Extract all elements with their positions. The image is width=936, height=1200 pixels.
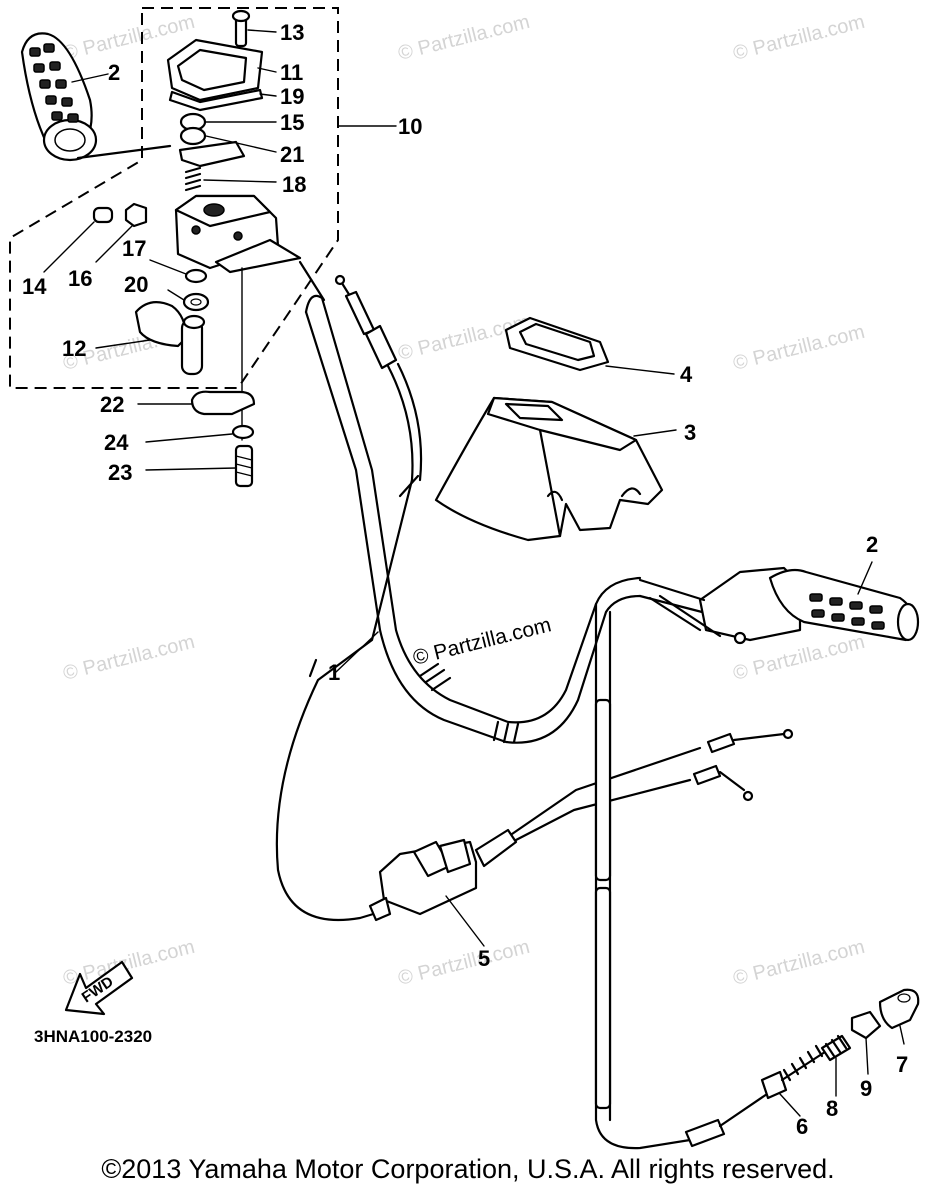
leader-9 — [865, 1037, 869, 1075]
assembly-10-outline — [9, 7, 339, 389]
leader-2a — [71, 73, 109, 83]
leader-14 — [43, 221, 95, 273]
diagram-code: 3HNA100-2320 — [34, 1027, 152, 1046]
leader-3 — [633, 429, 677, 437]
leader-6 — [779, 1093, 801, 1117]
clamp-22 — [190, 390, 256, 416]
callout-2b: 2 — [866, 532, 878, 557]
callout-14: 14 — [22, 274, 47, 299]
callout-4: 4 — [680, 362, 693, 387]
leader-13 — [247, 29, 277, 33]
leader-21 — [205, 135, 277, 153]
callout-15: 15 — [280, 110, 304, 135]
callout-8: 8 — [826, 1096, 838, 1121]
callout-21: 21 — [280, 142, 304, 167]
leader-5 — [445, 895, 485, 947]
leader-16 — [95, 225, 133, 263]
leader-11 — [257, 67, 277, 73]
callout-6: 6 — [796, 1114, 808, 1139]
callout-16: 16 — [68, 266, 92, 291]
callout-19: 19 — [280, 84, 304, 109]
leader-12 — [95, 339, 151, 349]
throttle-housing-body — [174, 194, 302, 274]
watermark: © Partzilla.com — [731, 321, 867, 375]
watermark: © Partzilla.com — [731, 936, 867, 990]
leader-2b — [857, 561, 873, 595]
callout-18: 18 — [282, 172, 306, 197]
leader-24 — [145, 433, 233, 443]
callout-1: 1 — [328, 660, 340, 685]
grip-to-bar-line — [76, 144, 172, 160]
leader-19 — [259, 93, 277, 97]
leader-18 — [203, 179, 277, 183]
throttle-cable-6 — [594, 602, 830, 1150]
callout-20: 20 — [124, 272, 148, 297]
leader-7 — [899, 1025, 905, 1045]
callout-17: 17 — [122, 236, 146, 261]
callout-13: 13 — [280, 20, 304, 45]
throttle-cable — [275, 260, 423, 922]
leader-4 — [605, 365, 675, 375]
screw-14 — [92, 206, 114, 224]
nut-16 — [124, 202, 148, 228]
leader-20 — [167, 289, 185, 301]
callout-3: 3 — [684, 420, 696, 445]
callout-10: 10 — [398, 114, 422, 139]
copyright-notice: ©2013 Yamaha Motor Corporation, U.S.A. A… — [101, 1154, 835, 1184]
leader-23 — [145, 467, 237, 471]
callout-23: 23 — [108, 460, 132, 485]
callout-11: 11 — [280, 60, 303, 85]
cable-cover-4 — [504, 316, 610, 372]
callout-7: 7 — [896, 1052, 908, 1077]
handlebar-cover-3 — [434, 396, 664, 542]
clip-9 — [850, 1010, 882, 1040]
washer-24 — [231, 424, 255, 440]
callout-numbers: 1 2 2 3 4 5 6 7 8 9 10 11 12 13 14 15 16… — [22, 20, 908, 1139]
watermark: © Partzilla.com — [731, 11, 867, 65]
leader-17 — [149, 259, 187, 275]
callout-9: 9 — [860, 1076, 872, 1101]
throttle-lever-12 — [134, 301, 206, 376]
watermark: © Partzilla.com — [61, 631, 197, 685]
watermark: © Partzilla.com — [396, 11, 532, 65]
right-grip — [638, 566, 920, 645]
callout-24: 24 — [104, 430, 129, 455]
callout-22: 22 — [100, 392, 124, 417]
switch-connector-5 — [368, 728, 794, 922]
callout-2a: 2 — [108, 60, 120, 85]
watermark-center: © Partzilla.com — [411, 613, 554, 670]
watermark: © Partzilla.com — [396, 936, 532, 990]
callout-12: 12 — [62, 336, 86, 361]
throttle-housing-parts — [166, 9, 264, 192]
handlebar — [304, 294, 642, 744]
collar-17 — [184, 268, 208, 284]
left-grip — [20, 32, 98, 162]
callout-5: 5 — [478, 946, 490, 971]
